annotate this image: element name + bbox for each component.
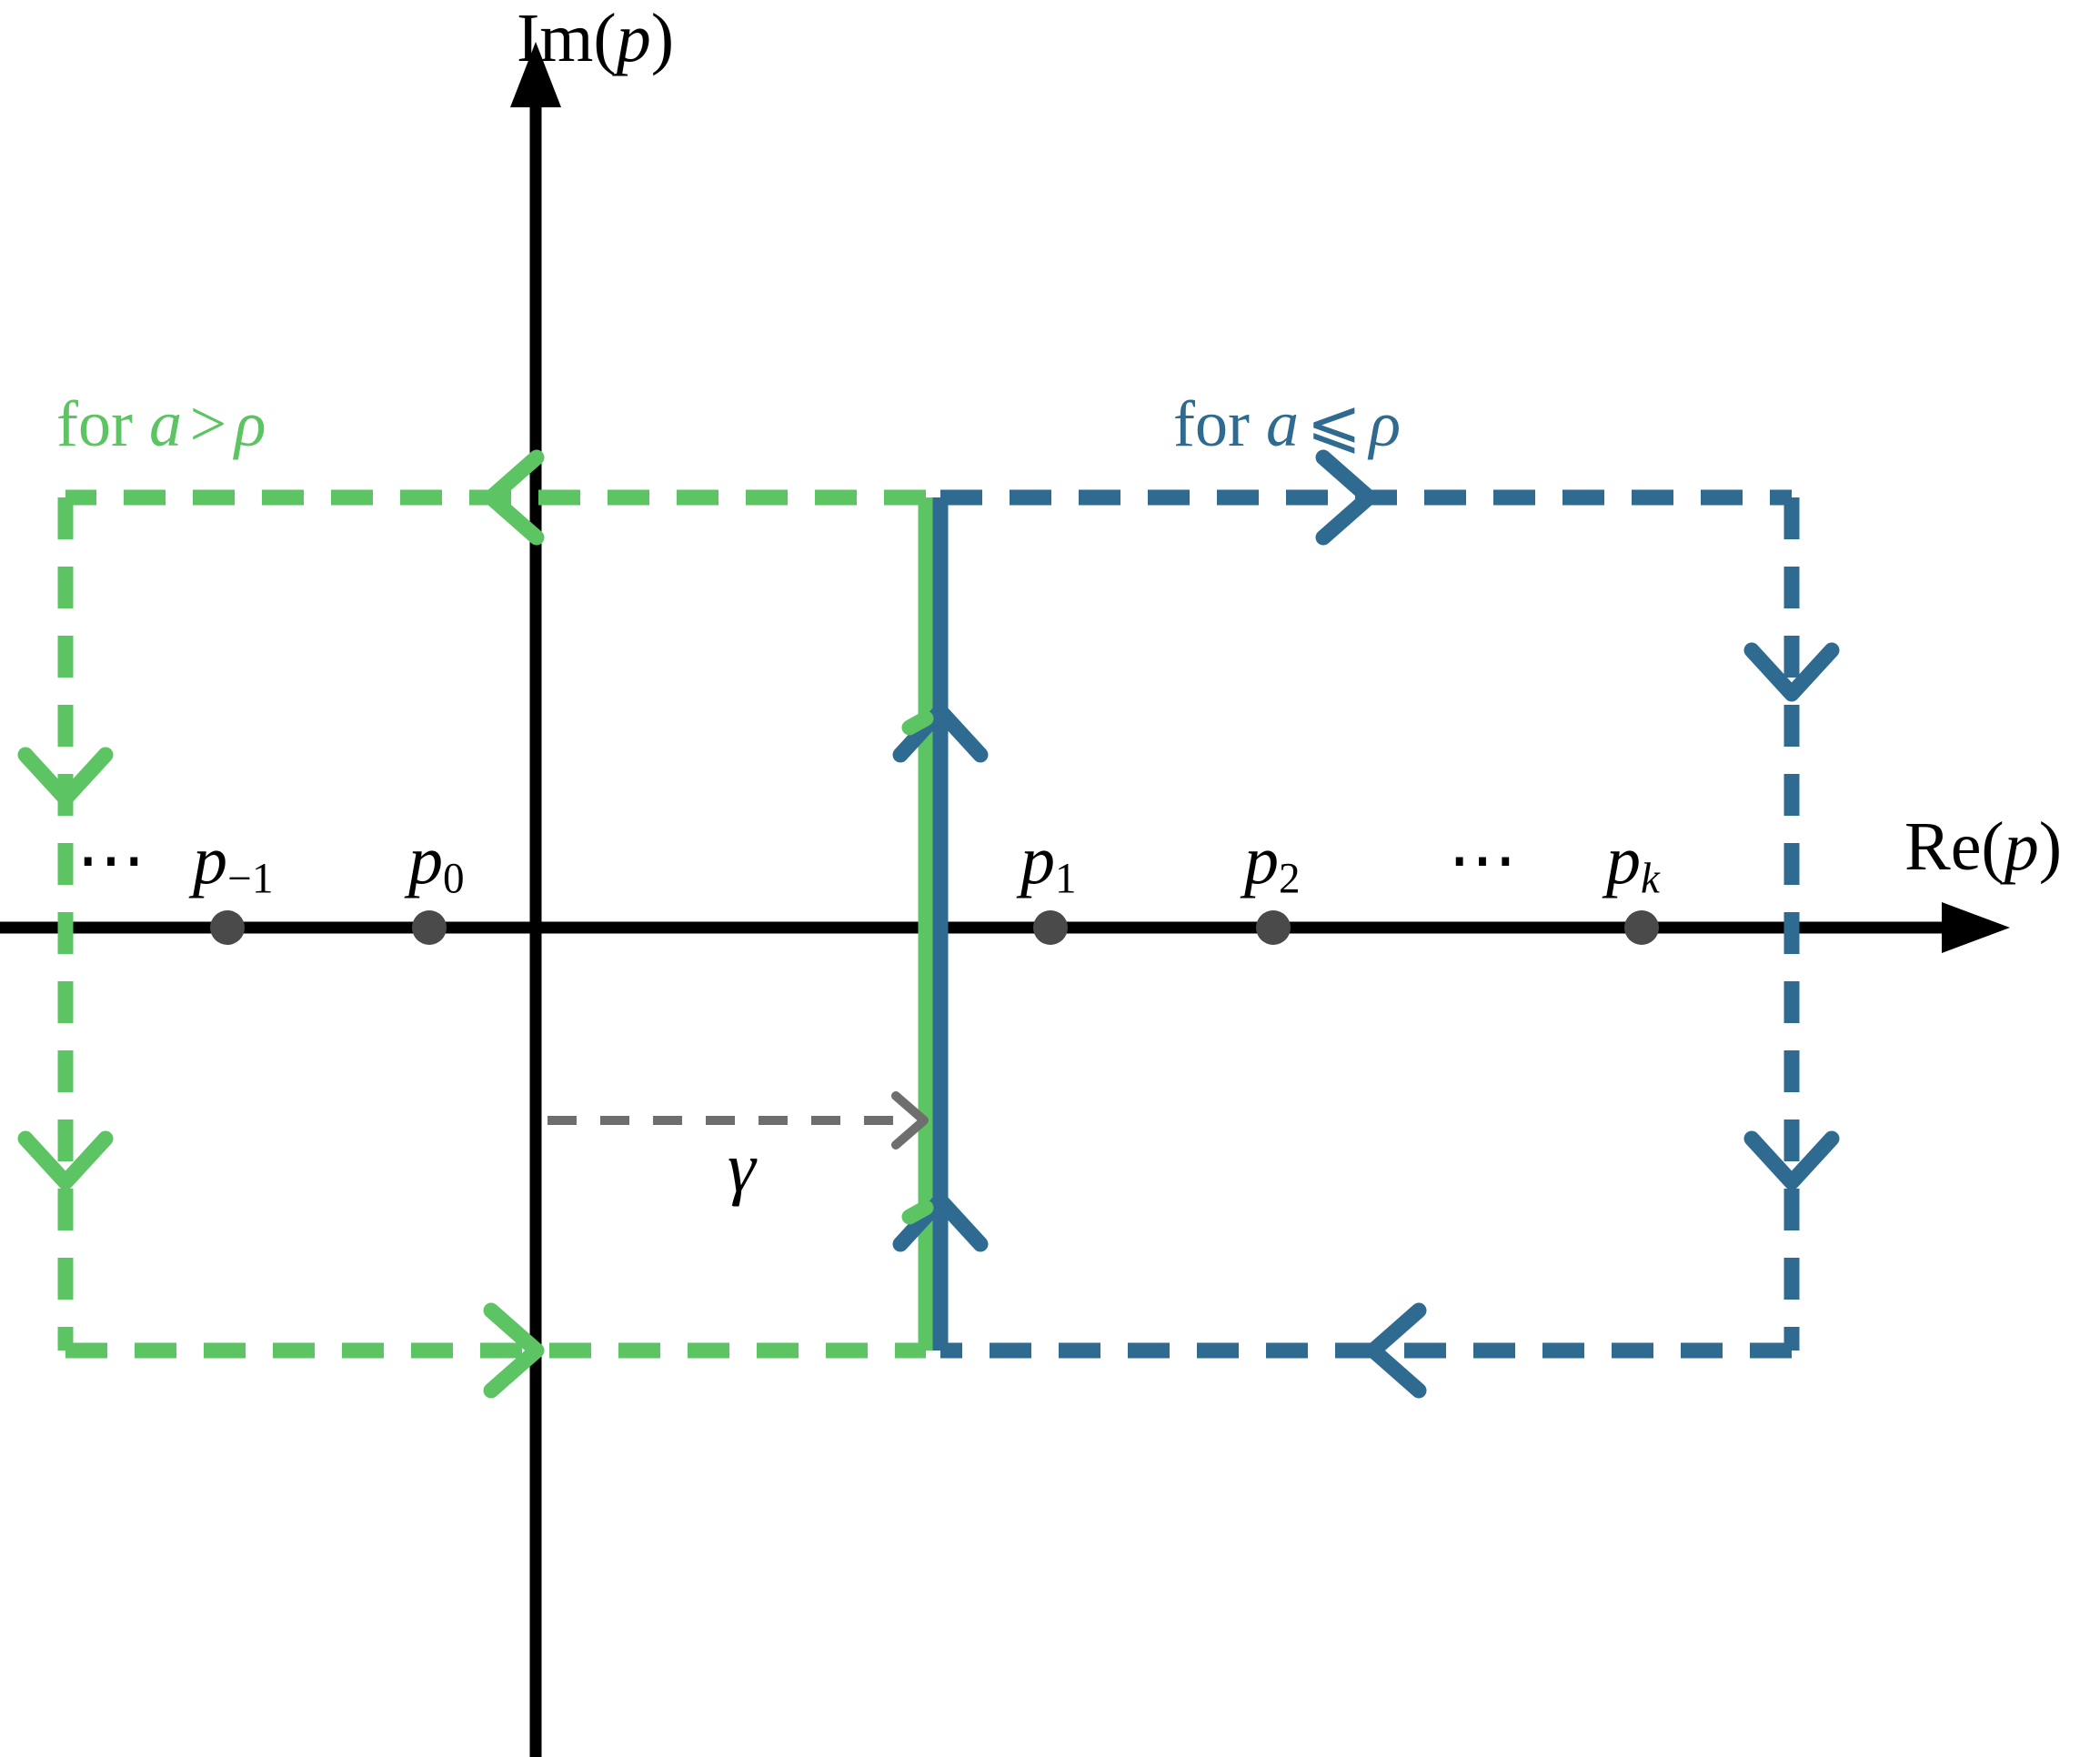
gamma-label: γ — [728, 1128, 756, 1207]
real-axis-arrowhead — [1942, 902, 2010, 953]
real-axis-label-text: Re( — [1904, 808, 2005, 885]
green-condition-var: a — [148, 387, 182, 460]
blue-direction-arrows — [892, 449, 1840, 1399]
green-arrow-left-down-upper — [17, 747, 114, 807]
real-axis-label: Re(p) — [1904, 812, 2062, 881]
blue-arrow-bottom-left — [1365, 1302, 1427, 1399]
gamma-indicator-group — [548, 1091, 929, 1150]
pole-label-p-1-sub: 1 — [1055, 855, 1078, 903]
green-solid-edge-ticks — [901, 710, 934, 1225]
pole-label-p-k: pk — [1606, 826, 1660, 900]
blue-arrow-gamma-up-upper — [892, 703, 989, 763]
right-poles-ellipsis: ⋯ — [1448, 822, 1524, 899]
blue-arrow-right-down-upper — [1743, 642, 1840, 702]
pole-label-p-0-base: p — [408, 822, 443, 899]
blue-arrow-top-right — [1315, 449, 1377, 546]
imaginary-axis-label-close: ) — [650, 0, 675, 76]
green-arrow-top-left — [483, 449, 545, 546]
green-direction-arrows — [17, 449, 545, 1399]
pole-label-p-2: p2 — [1244, 826, 1301, 900]
green-condition-rhs: ρ — [234, 387, 266, 460]
pole-label-p-minus-1-sub: −1 — [227, 855, 275, 903]
green-tick-lower — [901, 1200, 934, 1225]
pole-label-p-2-base: p — [1244, 822, 1279, 899]
green-arrow-bottom-right — [483, 1302, 545, 1399]
pole-label-p-1: p1 — [1020, 826, 1077, 900]
imaginary-axis-arrowhead — [510, 42, 561, 107]
blue-arrow-right-down-lower — [1743, 1130, 1840, 1190]
imaginary-axis-label: Im(p) — [517, 4, 674, 73]
real-axis-label-close: ) — [2038, 808, 2063, 885]
axes-group — [0, 42, 2010, 1757]
pole-label-p-0-sub: 0 — [443, 855, 466, 903]
pole-label-p-k-base: p — [1606, 822, 1641, 899]
pole-dot-p-1 — [1033, 910, 1068, 945]
green-condition-op: > — [189, 387, 227, 460]
pole-label-p-k-sub: k — [1641, 855, 1661, 903]
poles-group — [210, 910, 1659, 945]
imaginary-axis-label-text: Im( — [517, 0, 617, 76]
real-axis-label-var: p — [2004, 808, 2039, 885]
pole-label-p-0: p0 — [408, 826, 465, 900]
pole-dot-p-2 — [1256, 910, 1291, 945]
blue-condition-op: ⩽ — [1306, 387, 1361, 460]
blue-condition-var: a — [1265, 387, 1299, 460]
pole-label-p-2-sub: 2 — [1279, 855, 1301, 903]
blue-condition-label: for a⩽ρ — [1173, 391, 1401, 457]
green-arrow-left-down-lower — [17, 1130, 114, 1190]
pole-dot-p-0 — [412, 910, 447, 945]
pole-dot-p-minus-1 — [210, 910, 245, 945]
left-poles-ellipsis: ⋯ — [76, 822, 153, 899]
gamma-arrowhead — [891, 1091, 929, 1150]
blue-condition-rhs: ρ — [1369, 387, 1402, 460]
pole-dot-p-k — [1624, 910, 1659, 945]
green-condition-label: for a>ρ — [56, 391, 266, 457]
blue-condition-prefix: for — [1173, 387, 1266, 460]
pole-label-p-minus-1-base: p — [193, 822, 227, 899]
blue-arrow-gamma-up-lower — [892, 1192, 989, 1252]
pole-label-p-minus-1: p−1 — [193, 826, 274, 900]
imaginary-axis-label-var: p — [616, 0, 651, 76]
pole-label-p-1-base: p — [1020, 822, 1055, 899]
green-condition-prefix: for — [56, 387, 149, 460]
green-tick-upper — [901, 710, 934, 736]
